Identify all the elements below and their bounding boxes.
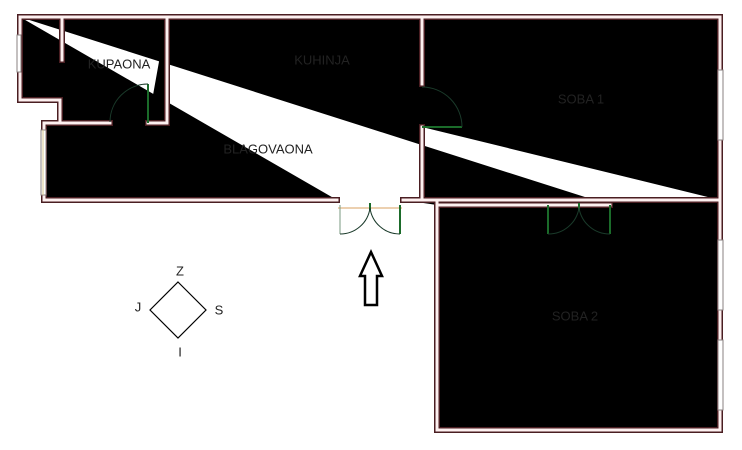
entrance-arrow-icon bbox=[358, 248, 384, 307]
room-label-kupaona: KUPAONA bbox=[87, 56, 151, 72]
windows bbox=[16, 34, 724, 411]
kupaona-door bbox=[109, 83, 149, 123]
room-label-kuhinja: KUHINJA bbox=[294, 52, 350, 68]
room-label-soba1: SOBA 1 bbox=[557, 91, 605, 107]
compass-north-label: Z bbox=[176, 263, 184, 279]
entrance-door bbox=[338, 203, 402, 235]
room-label-blagovaona: BLAGOVAONA bbox=[223, 141, 313, 157]
compass-diamond-icon bbox=[149, 281, 207, 339]
compass-east-label: S bbox=[214, 302, 224, 318]
compass-south-label: I bbox=[178, 344, 182, 360]
compass-west-label: J bbox=[134, 299, 142, 315]
kuhinja-soba1-door bbox=[421, 86, 463, 128]
room-label-soba2: SOBA 2 bbox=[551, 308, 599, 324]
soba2-door bbox=[547, 203, 611, 235]
walls bbox=[20, 17, 720, 430]
